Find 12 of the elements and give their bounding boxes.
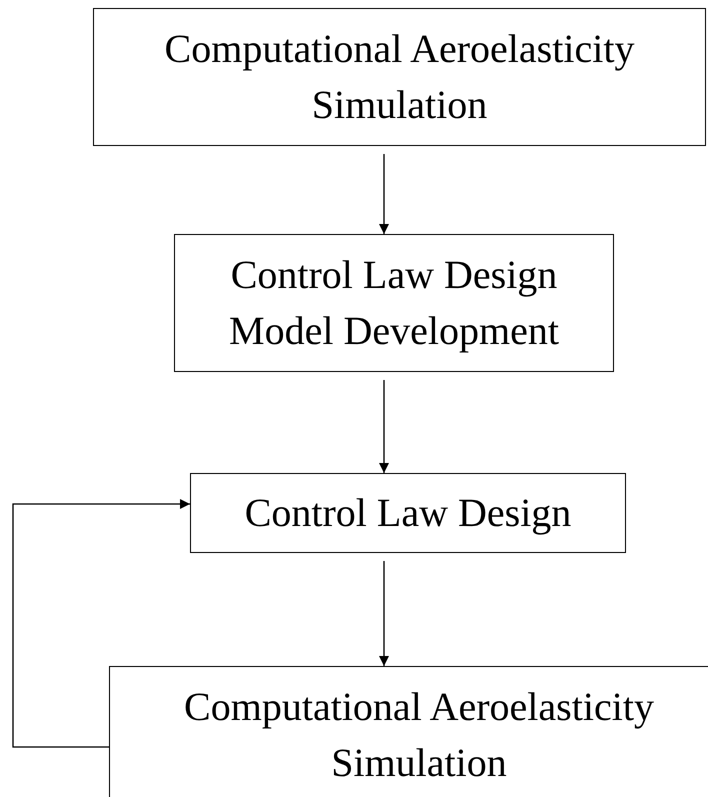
arrow (12, 499, 190, 748)
box-label: Control Law Design (244, 489, 572, 537)
box-label: Computational Aeroelasticity Simulation (183, 683, 655, 787)
process-box (93, 8, 706, 146)
arrow (379, 380, 389, 473)
box-label: Control Law Design Model Development (228, 251, 560, 355)
process-box (109, 666, 708, 797)
process-box (174, 234, 614, 372)
box-label: Computational Aeroelasticity Simulation (164, 25, 636, 129)
arrow (379, 561, 389, 666)
process-box (190, 473, 626, 553)
arrow (379, 154, 389, 234)
